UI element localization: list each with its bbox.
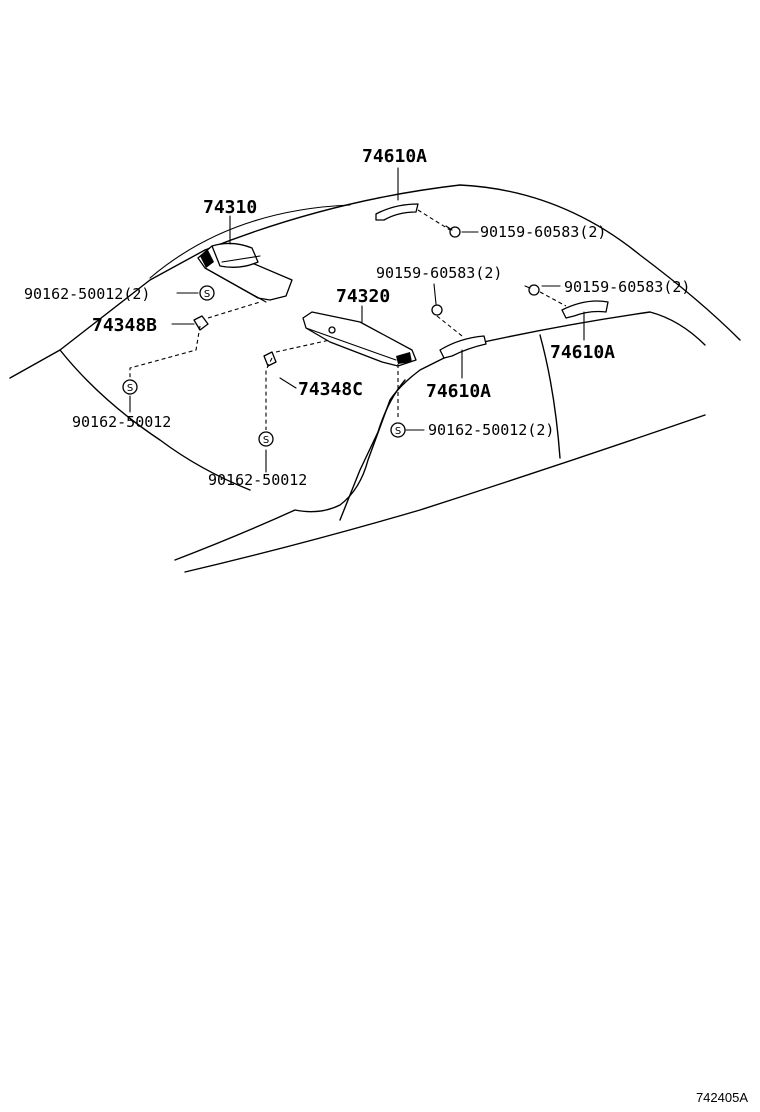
label-74610a-right: 74610A	[550, 342, 615, 363]
label-clip-center: 90162-50012	[208, 471, 307, 489]
label-clip-left: 90162-50012(2)	[24, 285, 150, 303]
label-screw-top: 90159-60583(2)	[480, 223, 606, 241]
assist-grip-right	[561, 300, 609, 319]
assist-grip-top	[375, 203, 419, 221]
label-74348b: 74348B	[92, 315, 157, 336]
svg-text:S: S	[263, 435, 269, 446]
clip-symbol-center: S	[258, 431, 274, 447]
label-screw-right: 90159-60583(2)	[564, 278, 690, 296]
label-screw-mid: 90159-60583(2)	[376, 264, 502, 282]
sun-visor-left	[197, 242, 293, 303]
roof-outline	[9, 184, 741, 573]
leader-lines	[129, 167, 585, 473]
screw-top	[445, 225, 461, 238]
assembly-lines	[129, 209, 567, 430]
label-74610a-top: 74610A	[362, 146, 427, 167]
screw-mid	[431, 304, 443, 316]
label-74310: 74310	[203, 197, 257, 218]
figure-code: 742405A	[696, 1090, 748, 1105]
svg-text:S: S	[127, 383, 133, 394]
label-74610a-mid: 74610A	[426, 381, 491, 402]
assist-grip-mid	[439, 335, 487, 359]
visor-holder-c	[263, 351, 277, 367]
screw-right	[524, 284, 540, 296]
clip-symbol-right: S	[390, 422, 406, 438]
label-clip-lower-left: 90162-50012	[72, 413, 171, 431]
visor-holder-b	[193, 315, 209, 331]
sun-visor-right	[302, 311, 417, 367]
svg-text:S: S	[395, 426, 401, 437]
label-74320: 74320	[336, 286, 390, 307]
svg-text:S: S	[204, 289, 210, 300]
label-clip-right: 90162-50012(2)	[428, 421, 554, 439]
clip-symbol-lower-left: S	[122, 379, 138, 395]
label-74348c: 74348C	[298, 379, 363, 400]
clip-symbol-left: S	[199, 285, 215, 301]
